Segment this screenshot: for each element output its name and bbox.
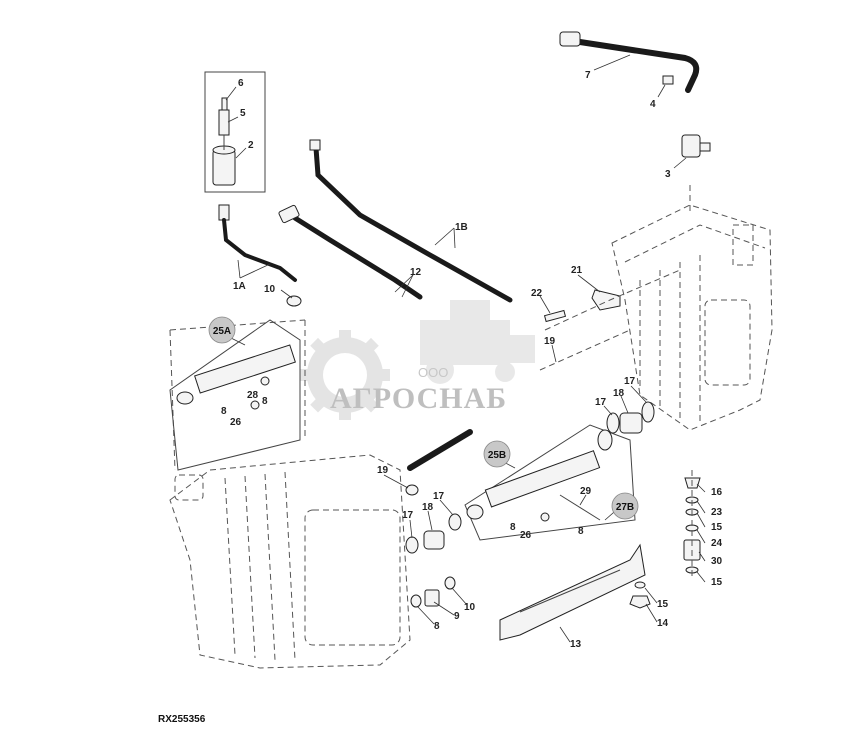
- callout-15-a: 15: [711, 522, 723, 533]
- harvester-icon: [420, 300, 535, 384]
- callout-10-upper: 10: [264, 284, 276, 295]
- callout-17-upper-b: 17: [624, 376, 636, 387]
- callout-3: 3: [665, 169, 671, 180]
- badge-25b: 25B: [483, 440, 511, 468]
- callout-15-b: 15: [711, 577, 723, 588]
- hose-7: [559, 31, 700, 93]
- watermark-brand-text: АГРОСНАБ: [330, 382, 507, 415]
- callout-4: 4: [650, 99, 656, 110]
- fitting-3: [681, 134, 711, 158]
- watermark-small-text: ООО: [418, 365, 448, 380]
- callout-5: 5: [240, 108, 246, 119]
- callout-9: 9: [454, 611, 460, 622]
- bolt-22: [543, 309, 567, 323]
- hose-lower: [407, 429, 473, 471]
- hydraulic-tank: [611, 185, 773, 431]
- callout-8-c: 8: [510, 522, 516, 533]
- callout-8-b: 8: [262, 396, 268, 407]
- callout-17-lower-a: 17: [402, 510, 414, 521]
- sleeve-left: [405, 484, 462, 554]
- callout-2: 2: [248, 140, 254, 151]
- callout-23: 23: [711, 507, 723, 518]
- callout-16: 16: [711, 487, 723, 498]
- callout-19-lower: 19: [377, 465, 389, 476]
- gear-icon: [300, 330, 390, 420]
- svg-text:25A: 25A: [213, 326, 231, 337]
- badges: 25A 25B 27B: [208, 316, 639, 520]
- callout-30: 30: [711, 556, 723, 567]
- callout-6: 6: [238, 78, 244, 89]
- callout-8-d: 8: [578, 526, 584, 537]
- callout-13: 13: [570, 639, 582, 650]
- fitting-lower: [410, 576, 456, 608]
- hose-12: [278, 204, 423, 300]
- callout-18-lower: 18: [422, 502, 434, 513]
- callout-14: 14: [657, 618, 669, 629]
- badge-27b: 27B: [611, 492, 639, 520]
- callout-1a: 1A: [233, 281, 246, 292]
- svg-text:25B: 25B: [488, 450, 506, 461]
- callout-21: 21: [571, 265, 583, 276]
- callout-18-upper: 18: [613, 388, 625, 399]
- callout-7: 7: [585, 70, 591, 81]
- hose-1a: [218, 204, 302, 307]
- leader-lines: [224, 54, 706, 643]
- badge-25a: 25A: [208, 316, 236, 344]
- callout-26-a: 26: [230, 417, 242, 428]
- callout-8-a: 8: [221, 406, 227, 417]
- callouts: 6 5 2 1A 10 7 4 3 1B 12 21 22 19 17 18 1…: [221, 70, 723, 650]
- callout-15-c: 15: [657, 599, 669, 610]
- inset-25b: [464, 424, 636, 541]
- bracket-21: [591, 289, 621, 311]
- callout-24: 24: [711, 538, 723, 549]
- bracket-13: [499, 543, 646, 641]
- watermark: ООО АГРОСНАБ: [300, 300, 535, 420]
- mount-stack: [629, 470, 701, 609]
- callout-17-upper-a: 17: [595, 397, 607, 408]
- callout-22: 22: [531, 288, 543, 299]
- callout-8-e: 8: [434, 621, 440, 632]
- callout-19-upper: 19: [544, 336, 556, 347]
- sleeve-right: [606, 401, 655, 434]
- callout-12: 12: [410, 267, 422, 278]
- callout-26-b: 26: [520, 530, 532, 541]
- callout-17-lower-b: 17: [433, 491, 445, 502]
- filter-inset: [204, 71, 266, 193]
- cooler-frame: [169, 319, 411, 669]
- callout-29: 29: [580, 486, 592, 497]
- hose-1b: [309, 139, 513, 303]
- inset-25a: [169, 319, 301, 471]
- reference-code: RX255356: [158, 714, 206, 725]
- callout-28: 28: [247, 390, 259, 401]
- callout-1b: 1B: [455, 222, 468, 233]
- svg-text:27B: 27B: [616, 502, 634, 513]
- callout-10-lower: 10: [464, 602, 476, 613]
